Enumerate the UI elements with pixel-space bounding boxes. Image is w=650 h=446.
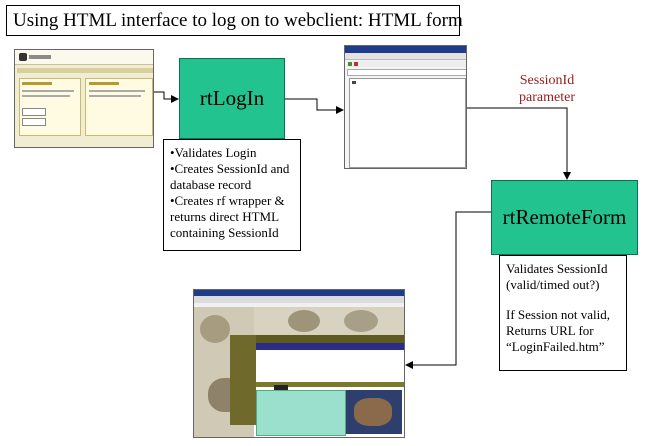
- remote-note-line2: If Session not valid, Returns URL for “L…: [506, 307, 610, 354]
- webclient-thumbnail: [193, 289, 405, 438]
- rtlogin-label: rtLogIn: [199, 86, 265, 110]
- arrow-browser-to-rtremoteform: [467, 107, 571, 180]
- arrow-thumbnail-to-rtlogin: [154, 91, 179, 103]
- remote-note-line1: Validates SessionId (valid/timed out?): [506, 261, 608, 292]
- browser-window-thumbnail: [344, 45, 467, 169]
- login-note-item: •Validates Login: [170, 145, 257, 160]
- session-param-line1: SessionId: [519, 73, 575, 88]
- login-notes-box: •Validates Login •Creates SessionId and …: [163, 139, 301, 251]
- arrow-rtlogin-to-browser: [285, 98, 344, 114]
- diagram-title: Using HTML interface to log on to webcli…: [6, 5, 463, 36]
- rtremoteform-node: rtRemoteForm: [491, 180, 638, 255]
- rtlogin-node: rtLogIn: [179, 58, 285, 139]
- session-param-line2: parameter: [519, 90, 575, 105]
- login-note-item: •Creates SessionId and database record: [170, 161, 290, 192]
- login-note-item: •Creates rf wrapper & returns direct HTM…: [170, 193, 285, 240]
- login-page-thumbnail: [14, 49, 154, 148]
- rtremoteform-label: rtRemoteForm: [502, 205, 627, 229]
- arrow-rtremoteform-to-webclient: [405, 211, 491, 369]
- remote-notes-box: Validates SessionId (valid/timed out?) I…: [499, 255, 627, 371]
- session-id-parameter-label: SessionId parameter: [502, 72, 592, 106]
